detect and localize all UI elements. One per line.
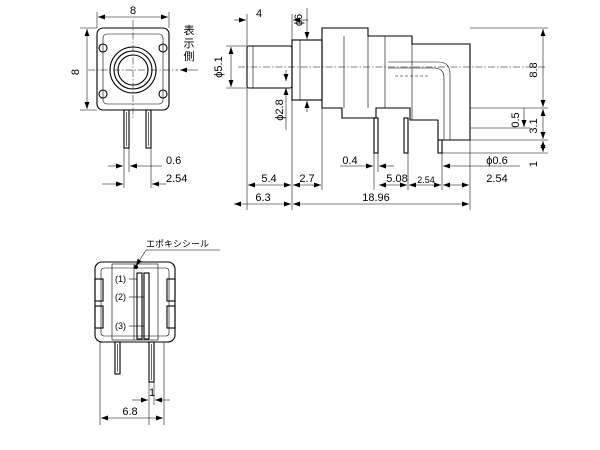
dia51-label: ϕ5.1 [213,56,225,77]
front-corner-tab [158,89,168,99]
front-view: 8 8 表 示 側 0.6 2.54 [70,5,198,188]
pinthick-label: 0.4 [342,155,357,167]
side-pin-3 [437,139,443,154]
pin3-label: (3) [115,321,126,331]
front-height-label: 8 [70,69,82,75]
bpin-label: 1 [149,387,155,399]
side-pin-2 [403,117,409,154]
bottom-terminal [136,272,143,340]
front-corner-tab [158,43,168,53]
front-corner-tab [98,89,108,99]
side-body-outline [321,27,471,141]
dim1896-label: 18.96 [362,192,390,204]
front-width-label: 8 [130,5,136,17]
bottom-side-tab [94,305,104,329]
bottom-side-tab [166,278,176,302]
bottom-pin-left [114,341,121,375]
pin-width-label: 0.6 [166,155,181,167]
bottom-body-outline [94,261,176,343]
front-pin-right [145,109,152,149]
bottom-side-tab [94,278,104,302]
dim27-label: 2.7 [299,173,314,185]
front-pin-left [123,109,130,149]
pinoff-label: 1 [528,161,540,167]
side-view: 4 ϕ6 ϕ5.1 ϕ2.8 8.8 0.5 3.1 1 [213,8,548,210]
dia28-label: ϕ2.8 [274,99,286,120]
gap-label: 0.5 [510,112,522,127]
side-terminal-bend-outer [388,61,451,140]
stem-length-label: 4 [256,8,262,20]
h88-label: 8.8 [528,62,540,77]
epoxy-seal-label: エポキシシール [146,239,209,249]
epoxy-leader-dot [134,265,138,269]
offset-label: 3.1 [528,118,540,133]
dim63-label: 6.3 [255,192,270,204]
dim54-label: 5.4 [261,173,276,185]
bottom-side-tab [166,305,176,329]
pin2-label: (2) [115,292,126,302]
side-shaft [291,39,323,101]
display-side-char-3: 側 [184,50,195,63]
front-corner-tab [98,43,108,53]
dim508-label: 5.08 [386,173,407,185]
bottom-pin-right [148,341,155,383]
display-side-char-1: 表 [184,23,195,37]
dia6-label: ϕ6 [293,14,305,26]
bwidth-label: 6.8 [122,406,137,418]
pin1-label: (1) [115,274,126,284]
side-terminal-bend-inner [388,67,445,140]
dim254b-label: 2.54 [486,173,507,185]
side-pin-1 [373,117,379,154]
epoxy-leader-arrow [135,249,147,267]
bottom-terminal [143,272,150,340]
bottom-view: (1) (2) (3) エポキシシール 1 6.8 [94,239,220,425]
bottom-epoxy-area [111,263,159,341]
dim254a-label: 2.54 [417,175,435,185]
pin-pitch-label: 2.54 [166,173,187,185]
hole-dia-label: ϕ0.6 [486,155,507,167]
display-side-char-2: 示 [184,38,195,50]
